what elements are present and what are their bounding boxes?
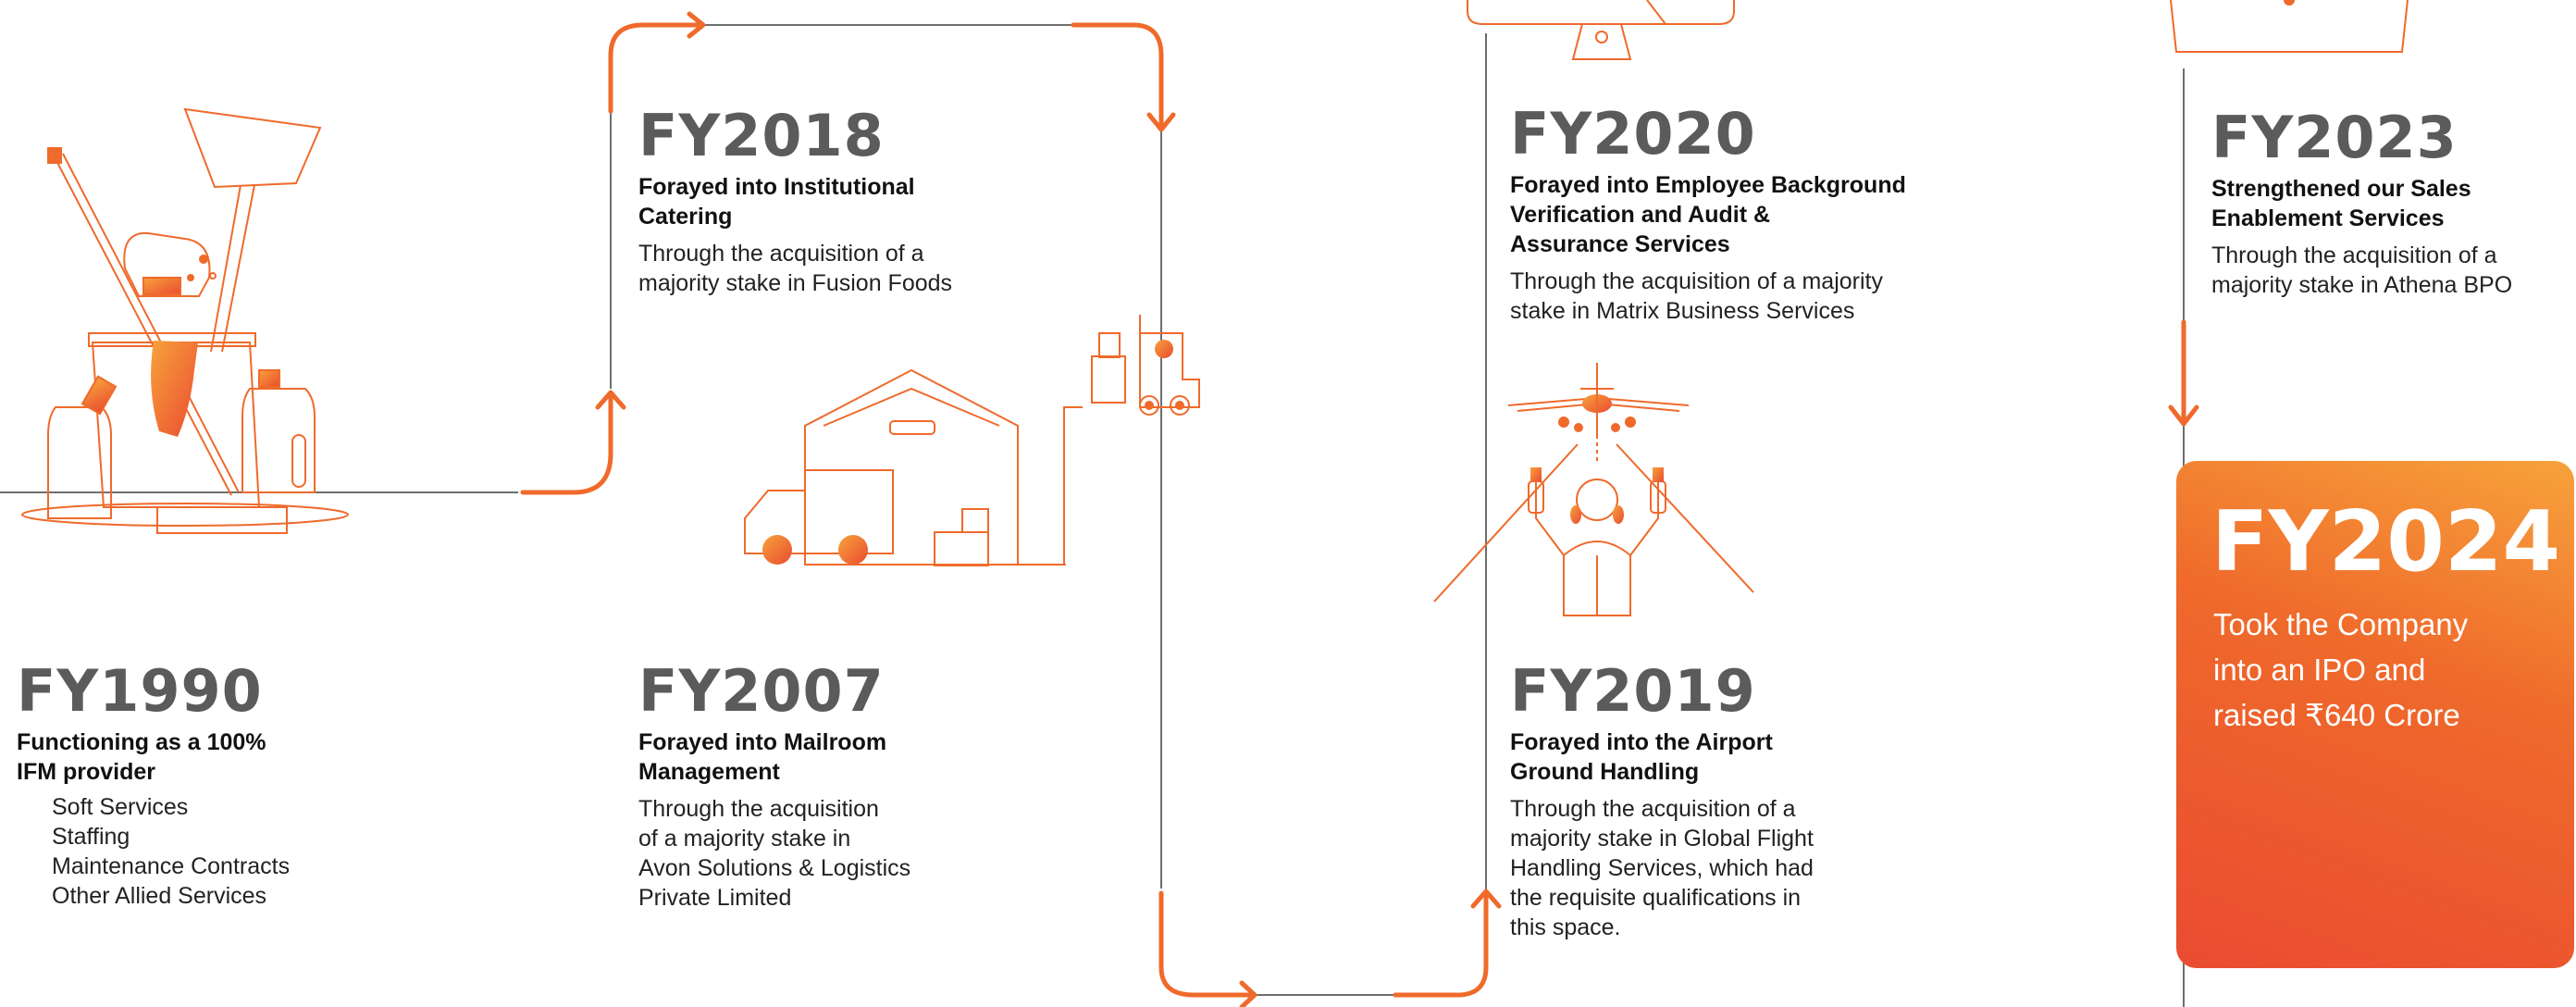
milestone-fy2018: FY2018 Forayed into Institutional Cateri…: [638, 104, 1064, 298]
warehouse-logistics-icon: [744, 368, 1083, 566]
milestone-fy1990: FY1990 Functioning as a 100% IFM provide…: [17, 659, 405, 911]
milestone-description: Took the Company into an IPO and raised …: [2213, 607, 2469, 732]
list-item: Maintenance Contracts: [52, 853, 291, 879]
milestone-description: Through the acquisition of a majority st…: [638, 796, 911, 911]
milestone-year: FY2024: [2211, 493, 2561, 591]
milestone-heading: Forayed into Employee Background Verific…: [1510, 172, 1906, 257]
milestone-year: FY2007: [638, 657, 885, 725]
milestone-fy2024-card: FY2024 Took the Company into an IPO and …: [2176, 461, 2574, 968]
milestone-year: FY2020: [1510, 100, 1756, 168]
milestone-fy2020: FY2020 Forayed into Employee Background …: [1510, 102, 1973, 326]
laptop-icon: [2170, 0, 2409, 53]
monitor-icon: [1467, 0, 1735, 62]
milestone-heading: Strengthened our Sales Enablement Servic…: [2211, 176, 2471, 231]
milestone-year: FY2018: [638, 102, 885, 169]
milestone-description: Through the acquisition of a majority st…: [1510, 796, 1814, 940]
list-item: Soft Services: [52, 794, 189, 820]
cleaning-supplies-icon: [21, 107, 349, 534]
milestone-year: FY1990: [17, 657, 263, 725]
milestone-description: Through the acquisition of a majority st…: [1510, 268, 1883, 324]
milestone-heading: Forayed into Institutional Catering: [638, 174, 915, 230]
service-list: Soft Services Staffing Maintenance Contr…: [17, 792, 405, 911]
list-item: Staffing: [52, 824, 130, 850]
forklift-icon: [1091, 315, 1200, 416]
milestone-description: Through the acquisition of a majority st…: [2211, 242, 2513, 298]
airplane-marshaller-icon: [1433, 363, 1754, 616]
timeline-accents: [520, 11, 2199, 1007]
milestone-heading: Forayed into the Airport Ground Handling: [1510, 729, 1773, 785]
milestone-fy2007: FY2007 Forayed into Mailroom Management …: [638, 659, 1064, 913]
milestone-description: Through the acquisition of a majority st…: [638, 241, 953, 296]
milestone-fy2019: FY2019 Forayed into the Airport Ground H…: [1510, 659, 1936, 942]
milestone-fy2023: FY2023 Strengthened our Sales Enablement…: [2211, 106, 2572, 300]
milestone-heading: Functioning as a 100% IFM provider: [17, 729, 266, 785]
milestone-year: FY2023: [2211, 104, 2458, 171]
milestone-heading: Forayed into Mailroom Management: [638, 729, 887, 785]
list-item: Other Allied Services: [52, 883, 267, 909]
milestone-year: FY2019: [1510, 657, 1756, 725]
